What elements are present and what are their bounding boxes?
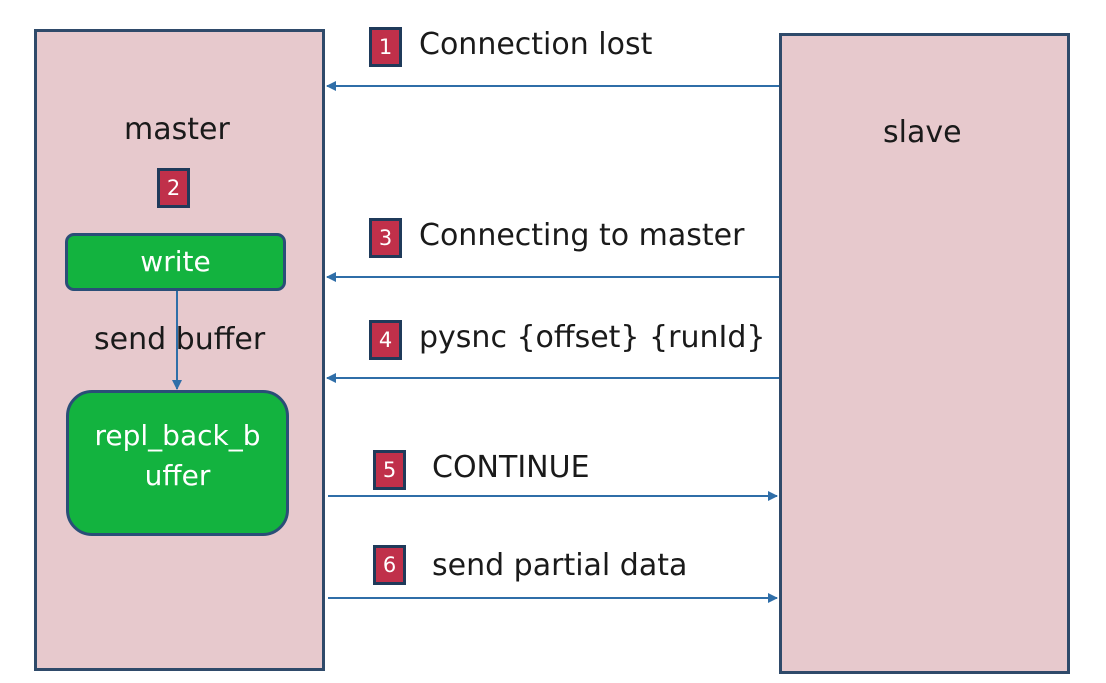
message-psync: pysnc {offset} {runId} <box>419 320 766 355</box>
step-badge-5: 5 <box>373 450 406 490</box>
step-badge-3: 3 <box>369 218 402 258</box>
step-badge-6: 6 <box>373 545 406 585</box>
repl-back-buffer-label: repl_back_buffer <box>94 419 261 492</box>
repl-back-buffer-box: repl_back_buffer <box>66 390 289 536</box>
slave-title: slave <box>883 115 962 150</box>
message-connecting-to-master: Connecting to master <box>419 218 745 253</box>
step-badge-2: 2 <box>157 168 190 208</box>
send-buffer-label: send buffer <box>94 322 266 357</box>
message-continue: CONTINUE <box>432 450 590 485</box>
step-badge-1: 1 <box>369 27 402 67</box>
slave-panel <box>779 33 1070 674</box>
master-panel <box>34 29 325 671</box>
master-title: master <box>124 112 230 147</box>
message-connection-lost: Connection lost <box>419 27 653 62</box>
step-badge-4: 4 <box>369 320 402 360</box>
write-box: write <box>65 233 286 291</box>
message-send-partial-data: send partial data <box>432 548 688 583</box>
